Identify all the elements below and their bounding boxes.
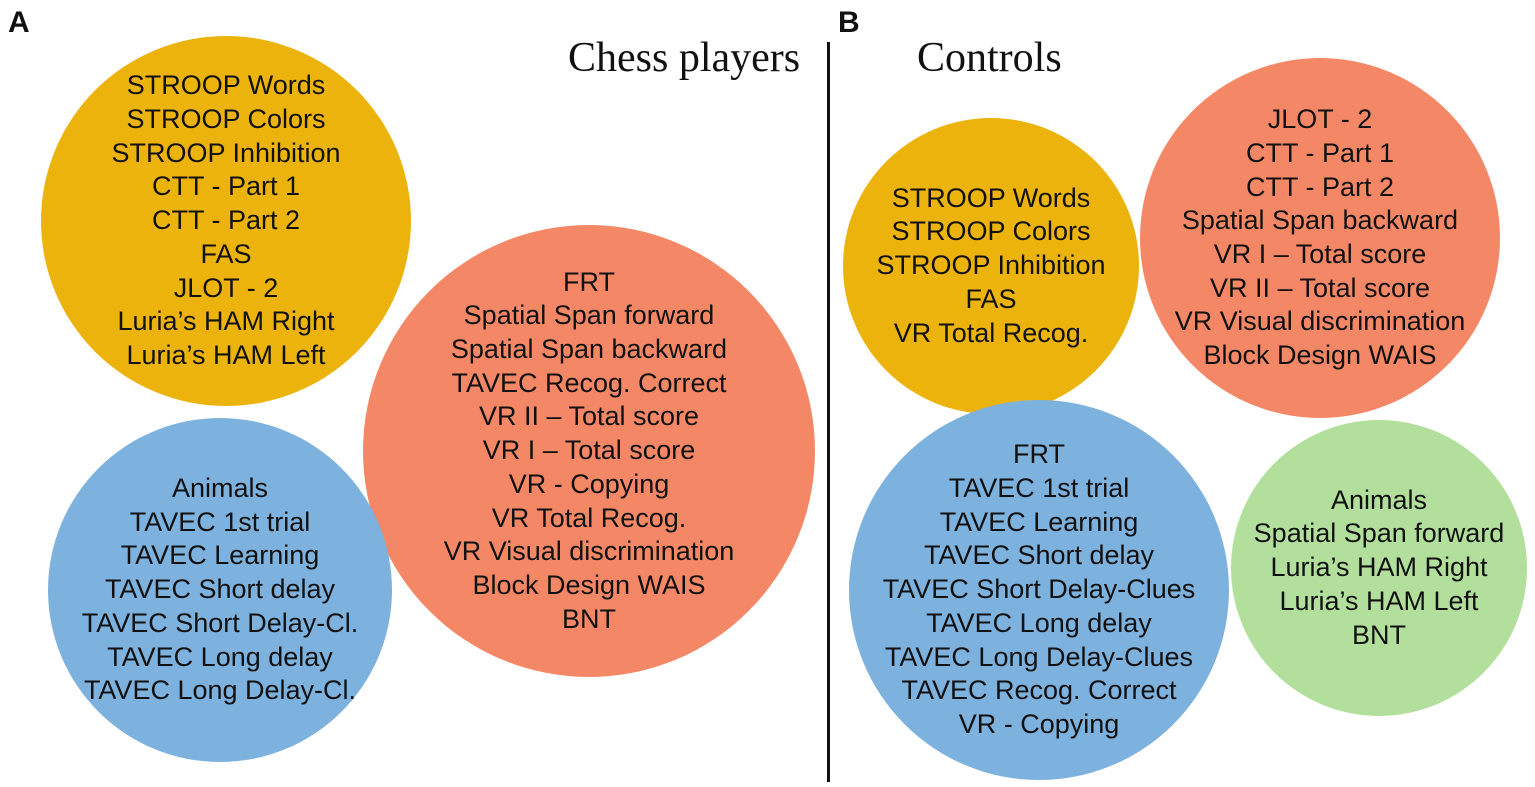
panel-a-letter: A: [8, 6, 30, 39]
cluster-item: STROOP Words: [891, 182, 1091, 213]
panel-b-title: Controls: [917, 35, 1062, 81]
cluster-item: Spatial Span forward: [463, 300, 715, 331]
cluster-item: STROOP Inhibition: [111, 137, 341, 168]
cluster-item: FAS: [200, 238, 252, 269]
cluster-item: VR Total Recog.: [491, 502, 687, 533]
cluster-item: JLOT - 2: [173, 272, 279, 303]
cluster-item: TAVEC Long delay: [926, 607, 1152, 638]
panel-b-letter: B: [838, 6, 860, 39]
cluster-item: VR I – Total score: [482, 435, 696, 466]
panel-divider: [827, 42, 830, 782]
cluster-item: TAVEC Long delay: [107, 641, 333, 672]
cluster-item: Block Design WAIS: [1203, 340, 1437, 371]
cluster-item: VR - Copying: [958, 708, 1120, 739]
cluster-item: VR Visual discrimination: [443, 536, 735, 567]
cluster-item: VR I – Total score: [1213, 239, 1427, 269]
cluster-item: Spatial Span backward: [450, 334, 728, 365]
cluster-item: Luria’s HAM Right: [117, 306, 335, 337]
cluster-item: VR II – Total score: [1209, 272, 1431, 303]
cluster-item: TAVEC 1st trial: [948, 473, 1130, 504]
cluster-item: Luria’s HAM Left: [126, 339, 326, 370]
cluster-item: TAVEC Long Delay-Cl.: [83, 675, 357, 706]
cluster-item: JLOT - 2: [1267, 104, 1373, 135]
cluster-item: CTT - Part 2: [1245, 171, 1395, 202]
cluster-item: TAVEC Long Delay-Clues: [884, 641, 1194, 672]
cluster-item: Animals: [171, 473, 268, 504]
cluster-item: Animals: [1330, 484, 1428, 515]
cluster-item: BNT: [562, 603, 616, 634]
cluster-item: TAVEC Short delay: [923, 540, 1155, 571]
cluster-item: TAVEC Recog. Correct: [901, 675, 1177, 706]
cluster-item: FAS: [965, 283, 1017, 314]
cluster-item: TAVEC Learning: [939, 506, 1139, 537]
cluster-item: TAVEC Short Delay-Cl.: [81, 607, 359, 638]
cluster-item: VR II – Total score: [478, 401, 700, 432]
cluster-item: CTT - Part 1: [1245, 137, 1395, 168]
cluster-item: Luria’s HAM Left: [1279, 585, 1479, 616]
cluster-item: STROOP Words: [126, 70, 326, 101]
cluster-item: FRT: [1012, 439, 1065, 470]
cluster-item: Spatial Span forward: [1253, 518, 1505, 549]
cluster-item: Luria’s HAM Right: [1270, 552, 1488, 583]
cluster-item: CTT - Part 1: [151, 171, 300, 202]
cluster-item: VR Visual discrimination: [1174, 306, 1466, 337]
cluster-item: CTT - Part 2: [151, 205, 300, 236]
cluster-item: Spatial Span backward: [1181, 205, 1459, 236]
cluster-item: TAVEC 1st trial: [129, 506, 311, 537]
cluster-item: STROOP Colors: [126, 104, 326, 135]
cluster-item: STROOP Colors: [891, 216, 1091, 247]
cluster-item: VR Total Recog.: [893, 317, 1089, 348]
cluster-item: FRT: [563, 266, 615, 297]
panel-a-title: Chess players: [568, 35, 801, 81]
cluster-item: TAVEC Short Delay-Clues: [882, 574, 1196, 605]
cluster-item: BNT: [1352, 619, 1406, 650]
cluster-item: TAVEC Short delay: [104, 574, 336, 605]
cluster-item: STROOP Inhibition: [876, 250, 1106, 281]
cluster-item: VR - Copying: [508, 468, 670, 499]
cluster-item: TAVEC Learning: [120, 540, 320, 571]
cluster-item: TAVEC Recog. Correct: [451, 367, 727, 398]
cluster-item: Block Design WAIS: [472, 569, 706, 600]
